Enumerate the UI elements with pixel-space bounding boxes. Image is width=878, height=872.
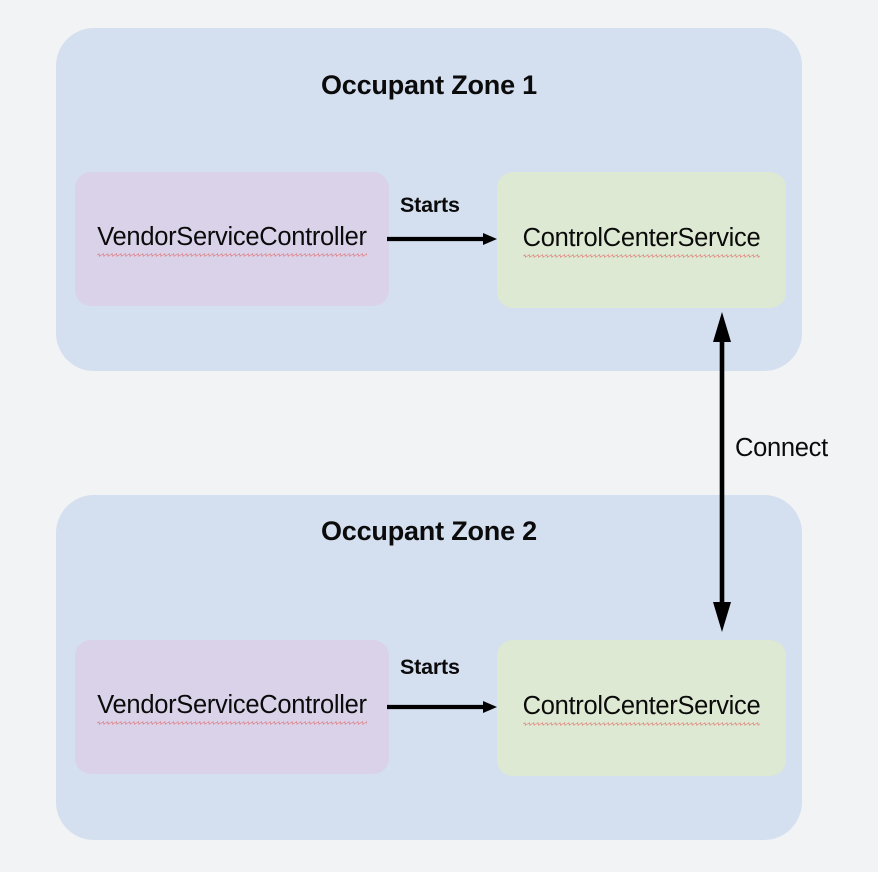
node-control-center-service-zone-1-label: ControlCenterService: [522, 224, 761, 258]
edge-starts-label-zone-1: Starts: [400, 193, 460, 217]
node-vendor-service-controller-zone-2[interactable]: VendorServiceController: [75, 640, 389, 774]
zone-2-title: Occupant Zone 2: [320, 516, 538, 546]
node-control-center-service-zone-1[interactable]: ControlCenterService: [497, 172, 786, 308]
edge-connect-label: Connect: [735, 434, 828, 462]
edge-starts-label-zone-2: Starts: [400, 655, 460, 679]
edge-starts-arrow-zone-2: [387, 701, 497, 713]
node-vendor-service-controller-zone-2-label: VendorServiceController: [97, 691, 367, 725]
zone-1-title: Occupant Zone 1: [320, 70, 538, 100]
edge-connect-double-arrow: [713, 312, 731, 632]
node-vendor-service-controller-zone-1[interactable]: VendorServiceController: [75, 172, 389, 306]
node-vendor-service-controller-zone-1-label: VendorServiceController: [97, 223, 367, 257]
node-control-center-service-zone-2[interactable]: ControlCenterService: [497, 640, 786, 776]
edge-starts-arrow-zone-1: [387, 233, 497, 245]
node-control-center-service-zone-2-label: ControlCenterService: [522, 692, 761, 726]
